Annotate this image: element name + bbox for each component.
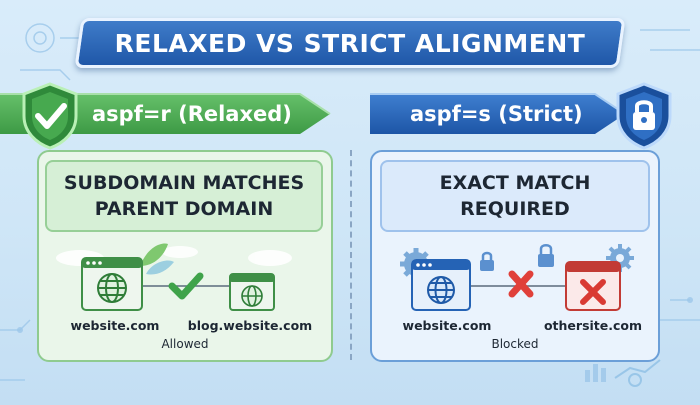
relaxed-source-domain: website.com (70, 318, 160, 333)
panel-divider (350, 150, 352, 360)
relaxed-banner-label: aspf=r (Relaxed) (92, 102, 292, 126)
globe-icon (241, 285, 263, 307)
relaxed-target-domain: blog.website.com (187, 318, 313, 333)
leaf-decoration (140, 243, 174, 275)
relaxed-heading-line2: PARENT DOMAIN (94, 198, 274, 220)
lock-icon (480, 251, 494, 271)
globe-icon (427, 276, 455, 304)
strict-heading: EXACT MATCH REQUIRED (380, 160, 650, 232)
strict-banner-label: aspf=s (Strict) (410, 102, 583, 126)
relaxed-status: Allowed (161, 337, 209, 351)
relaxed-diagram (56, 243, 292, 311)
relaxed-arrow-banner (0, 93, 331, 134)
relaxed-heading: SUBDOMAIN MATCHES PARENT DOMAIN (45, 160, 323, 232)
globe-icon (97, 273, 127, 303)
lock-icon (538, 244, 554, 267)
cross-icon (508, 270, 534, 298)
strict-heading-line2: REQUIRED (460, 198, 570, 220)
strict-source-domain: website.com (402, 318, 492, 333)
strict-diagram (400, 244, 634, 311)
target-browser-window (565, 261, 621, 311)
page-title: RELAXED VS STRICT ALIGNMENT (114, 28, 586, 58)
relaxed-heading-line1: SUBDOMAIN MATCHES (63, 172, 305, 194)
strict-status: Blocked (491, 337, 539, 351)
cross-icon (580, 279, 606, 305)
shield-lock-icon (616, 82, 672, 150)
strict-arrow-banner (370, 93, 626, 134)
strict-heading-line1: EXACT MATCH (439, 172, 591, 194)
strict-target-domain: othersite.com (543, 318, 643, 333)
checkmark-icon (168, 272, 204, 300)
shield-check-icon (22, 82, 78, 150)
